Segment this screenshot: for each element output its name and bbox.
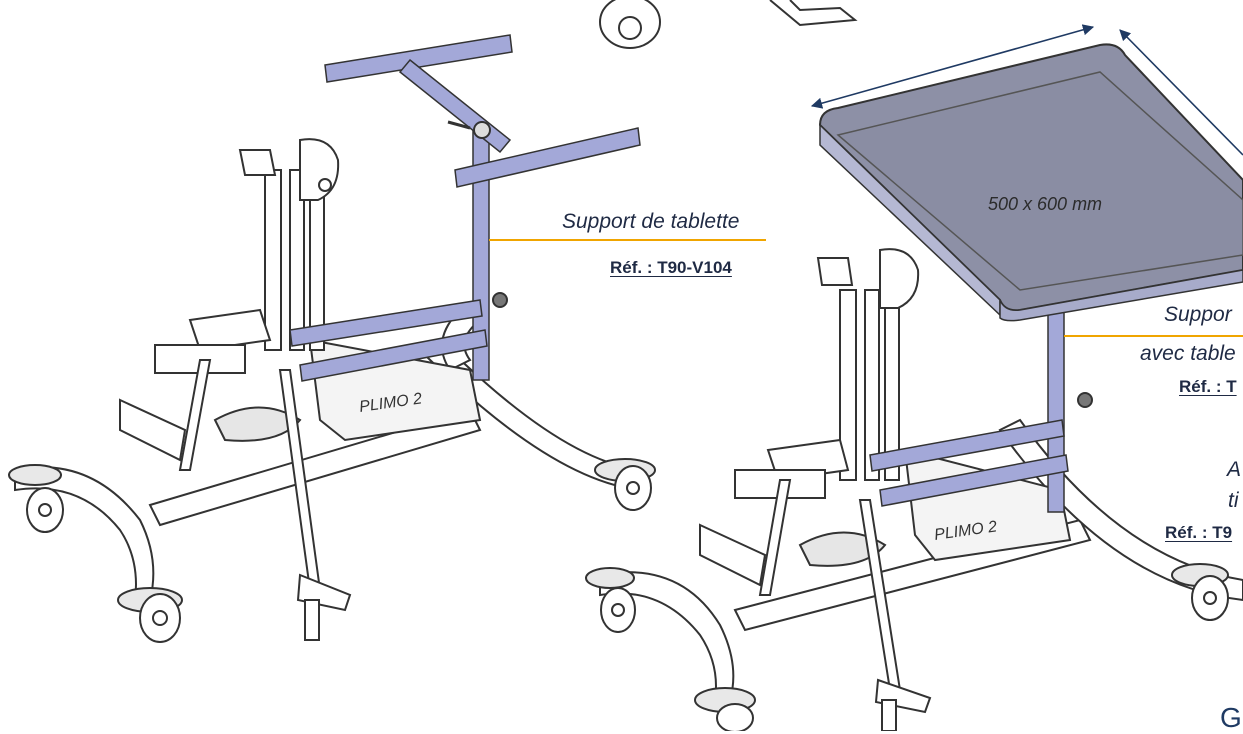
left-frame-assembly: PLIMO 2 — [8, 0, 858, 643]
right-callout-name-line1: Suppor — [1164, 303, 1232, 326]
left-seat-block — [154, 308, 302, 442]
right-callout-ref: Réf. : T — [1179, 377, 1237, 396]
tray — [818, 43, 1243, 322]
right-callout-2-line2: ti — [1228, 489, 1239, 512]
top-partial-wheel — [599, 0, 858, 49]
right-caster-left — [585, 567, 636, 633]
left-caster-left — [8, 464, 64, 533]
left-vertical-column — [238, 138, 340, 351]
right-vertical-column — [816, 248, 920, 481]
right-caster-front — [694, 687, 756, 731]
right-caster-right — [1171, 563, 1229, 621]
right-callout-name-line2: avec table — [1140, 342, 1236, 365]
tray-width-arrow — [810, 24, 1095, 109]
corner-mark: G — [1220, 702, 1242, 733]
left-caster-right — [594, 458, 656, 511]
right-footrests — [699, 479, 932, 731]
left-callout-name: Support de tablette — [562, 210, 740, 233]
tray-depth-arrow — [1119, 29, 1243, 156]
right-tray-support-tubes — [869, 311, 1069, 513]
left-callout-ref: Réf. : T90-V104 — [610, 258, 732, 277]
left-caster-front — [117, 587, 183, 643]
tray-dimension-label: 500 x 600 mm — [988, 194, 1103, 214]
right-callout-2-ref: Réf. : T9 — [1165, 523, 1233, 542]
right-frame-assembly: PLIMO 2 — [585, 248, 1243, 731]
right-callout-2-line1: A — [1227, 458, 1242, 481]
left-footrests — [119, 359, 352, 641]
